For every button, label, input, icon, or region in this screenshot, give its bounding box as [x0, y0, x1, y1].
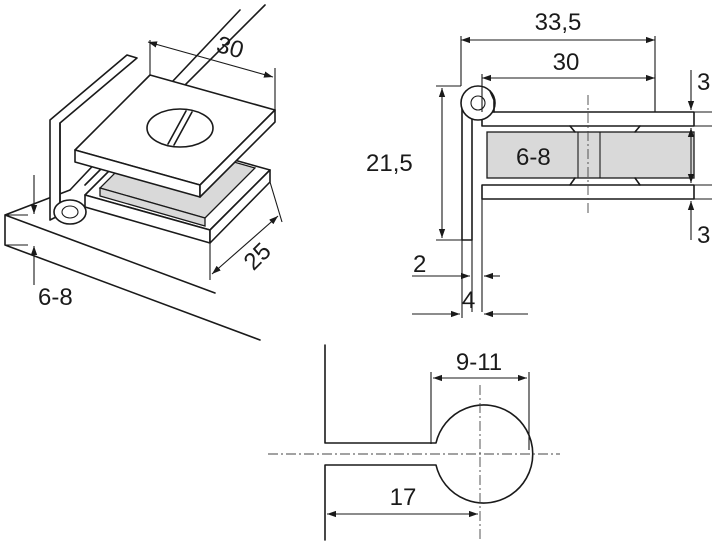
- dim-iso-glass-thickness-label: 6-8: [38, 284, 73, 311]
- screw-head: [146, 108, 214, 148]
- dim-wall-offset-label: 4: [462, 287, 475, 314]
- dim-clamp-length-label: 30: [553, 49, 580, 76]
- dim-hole-distance: 17: [327, 484, 478, 518]
- dim-wall-gap: 2: [412, 199, 500, 312]
- isometric-view: 30 25 6-8: [4, 4, 283, 341]
- hole-detail-view: 9-11 17: [268, 344, 560, 541]
- dim-top-plate-label: 3: [697, 69, 710, 96]
- glass-keyhole-outline: [324, 344, 534, 541]
- dim-plate-thickness: 3 3: [687, 69, 712, 249]
- dim-section-glass-thickness: 6-8: [516, 144, 551, 171]
- dim-clamp-length: 30: [481, 49, 656, 112]
- dim-hole-diameter: 9-11: [430, 349, 530, 450]
- dim-hole-diameter-label: 9-11: [456, 349, 502, 376]
- dim-iso-width-label: 30: [214, 31, 247, 64]
- dim-wall-gap-label: 2: [413, 251, 426, 278]
- dim-iso-glass-thickness: 6-8: [5, 175, 73, 311]
- dim-hole-distance-label: 17: [390, 484, 417, 511]
- section-screw: [569, 125, 641, 186]
- section-wall-plate: [461, 99, 473, 241]
- dim-height-label: 21,5: [366, 150, 413, 177]
- dim-bottom-plate-label: 3: [697, 222, 710, 249]
- dim-iso-depth-label: 25: [239, 238, 277, 276]
- side-section-view: 33,5 30 21,5 6-8 3 3 2: [366, 9, 712, 318]
- section-glass: [486, 131, 695, 179]
- dim-overall-length-label: 33,5: [535, 9, 582, 36]
- section-knuckle: [460, 85, 496, 121]
- dim-wall-offset: 4: [412, 240, 528, 318]
- hinge-knuckle: [53, 199, 87, 225]
- dim-height: 21,5: [366, 85, 462, 241]
